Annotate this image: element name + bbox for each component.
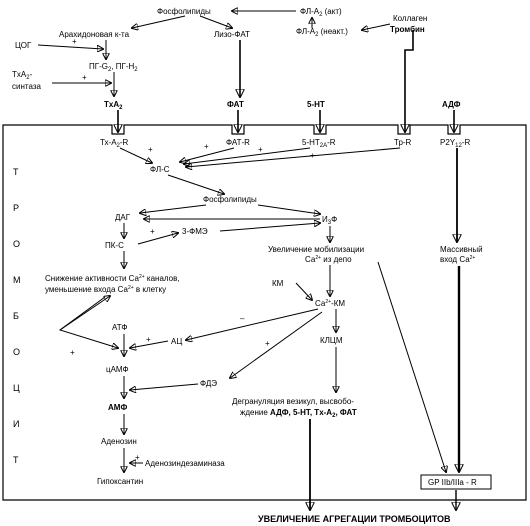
paf-label: ФАТ xyxy=(227,100,244,109)
cell-letter: М xyxy=(13,275,21,285)
platelet-membrane xyxy=(2,124,527,501)
cell-letter: Б xyxy=(13,311,19,321)
degranulation-label-2: ждение АДФ, 5-HT, Tx-A2, ФАТ xyxy=(240,408,357,419)
cell-letter: Т xyxy=(13,167,19,177)
5ht-label: 5-HT xyxy=(307,100,325,109)
km-label: КМ xyxy=(272,279,284,288)
cell-name-vertical: Т Р О М Б О Ц И Т xyxy=(13,167,21,465)
arrow-rpaf-to-plc xyxy=(180,147,235,162)
arrow-r5ht-to-plc xyxy=(184,147,311,164)
arrow-plc-to-phospholipids xyxy=(167,174,224,194)
plus-sign: + xyxy=(150,227,155,236)
arrow-rtr-to-plc xyxy=(186,147,401,167)
cell-letter: И xyxy=(13,419,19,429)
massive-entry-label-1: Массивный xyxy=(440,245,483,254)
decrease-label-2: уменьшение входа Са2+ в клетку xyxy=(45,285,166,294)
arachidonic-acid-label: Арахидоновая к-та xyxy=(59,30,130,39)
cell-letter: Ц xyxy=(13,383,20,393)
mobilization-label-2: Са2+ из депо xyxy=(305,255,352,264)
plc-label: ФЛ-С xyxy=(150,165,170,174)
decrease-label-1: Снижение активности Са2+ каналов, xyxy=(45,274,180,283)
arrow-cakm-to-pde xyxy=(230,311,323,378)
pg-label: ПГ-G2, ПГ-Н2 xyxy=(89,62,138,73)
ip3-label: И3Ф xyxy=(322,215,337,226)
arrow-fme-to-ip3 xyxy=(219,223,320,232)
kltsm-label: КЛЦМ xyxy=(320,336,343,345)
ac-label: АЦ xyxy=(171,337,182,346)
phospholipids-top-label: Фосфолипиды xyxy=(157,7,211,16)
arrow-cakm-to-ac xyxy=(186,308,319,340)
plus-sign: + xyxy=(72,37,77,46)
arrow-km-to-cakm xyxy=(295,282,312,300)
arrow-pde-to-amp xyxy=(130,383,199,390)
arrow-collagen-to-pla2 xyxy=(362,23,391,30)
arrow-thrombin-to-receptor xyxy=(405,30,414,132)
receptor-5ht-label: 5-НТ2А-R xyxy=(302,138,336,149)
pla2-active-label: ФЛ-А2 (акт) xyxy=(300,7,342,18)
degranulation-label-1: Дегрануляция везикул, высвобо- xyxy=(232,397,354,406)
plus-sign: + xyxy=(135,453,140,462)
pkc-label: ПК-С xyxy=(105,241,124,250)
cell-letter: О xyxy=(13,239,20,249)
lyso-paf-label: Лизо-ФАТ xyxy=(214,30,250,39)
atf-label: АТФ xyxy=(112,323,127,332)
receptor-tr-label: Тр-R xyxy=(394,138,412,147)
txa2-synthase-label-2: синтаза xyxy=(12,82,41,91)
plus-sign: + xyxy=(82,73,87,82)
arrow-phospholipids-to-aa xyxy=(132,15,186,28)
plus-sign: + xyxy=(265,339,270,348)
plus-sign: + xyxy=(310,151,315,160)
arrow-rtx-to-plc xyxy=(119,147,152,163)
adenosine-label: Аденозин xyxy=(101,437,137,446)
massive-entry-label-2: вход Са2+ xyxy=(440,255,475,264)
txa2-synthase-label-1: TxA2- xyxy=(12,70,33,81)
arrow-camp-to-decrease xyxy=(59,296,110,331)
cell-letter: Т xyxy=(13,455,19,465)
amp-label: АМФ xyxy=(108,403,127,412)
arrow-cox xyxy=(37,44,103,49)
gp-receptor-box xyxy=(420,474,492,490)
ca-km-label: Са2+-КМ xyxy=(315,299,345,308)
fme-label: 3-ФМЭ xyxy=(182,227,208,236)
camp-label: цАМФ xyxy=(106,365,129,374)
receptor-p2y12-label: P2Y12-R xyxy=(440,138,470,149)
adenosine-deaminase-label: Аденозиндезаминаза xyxy=(145,459,225,468)
adp-label: АДФ xyxy=(442,100,461,109)
pde-label: ФДЭ xyxy=(200,379,217,388)
arrow-camp-feedback xyxy=(58,296,118,348)
arrow-mobilization-to-gp xyxy=(377,261,446,472)
collagen-label: Коллаген xyxy=(393,14,427,23)
phospholipids-mid-label: Фосфолипиды xyxy=(203,195,257,204)
plus-sign: + xyxy=(148,145,153,154)
arrow-phospholipids-to-lysopaf xyxy=(199,15,232,28)
arrow-phospholipids-to-ip3 xyxy=(257,204,320,214)
receptor-paf-label: ФАТ-R xyxy=(226,138,250,147)
arrow-pkc-to-fme xyxy=(137,233,178,245)
pla2-inactive-label: ФЛ-А2 (неакт.) xyxy=(296,27,348,38)
result-label: УВЕЛИЧЕНИЕ АГРЕГАЦИИ ТРОМБОЦИТОВ xyxy=(258,514,451,524)
hypoxanthine-label: Гипоксантин xyxy=(97,477,143,486)
minus-sign: – xyxy=(240,314,245,323)
plus-sign: + xyxy=(204,142,209,151)
receptor-txa2-label: Тх-А2-R xyxy=(100,138,129,149)
arrow-phospholipids-to-dag xyxy=(140,204,207,213)
cell-letter: О xyxy=(13,347,20,357)
gp-receptor-label: GP IIb/IIIa - R xyxy=(428,478,477,487)
plus-sign: + xyxy=(70,348,75,357)
thrombin-label: Тромбин xyxy=(390,25,425,34)
plus-sign: + xyxy=(258,145,263,154)
arrow-ac-to-camp xyxy=(130,340,169,348)
plus-sign: + xyxy=(146,335,151,344)
dag-label: ДАГ xyxy=(115,213,131,222)
mobilization-label-1: Увеличение мобилизации xyxy=(268,245,364,254)
cox-label: ЦОГ xyxy=(15,41,32,50)
cell-letter: Р xyxy=(13,203,19,213)
txa2-label: TxA2 xyxy=(104,100,123,111)
